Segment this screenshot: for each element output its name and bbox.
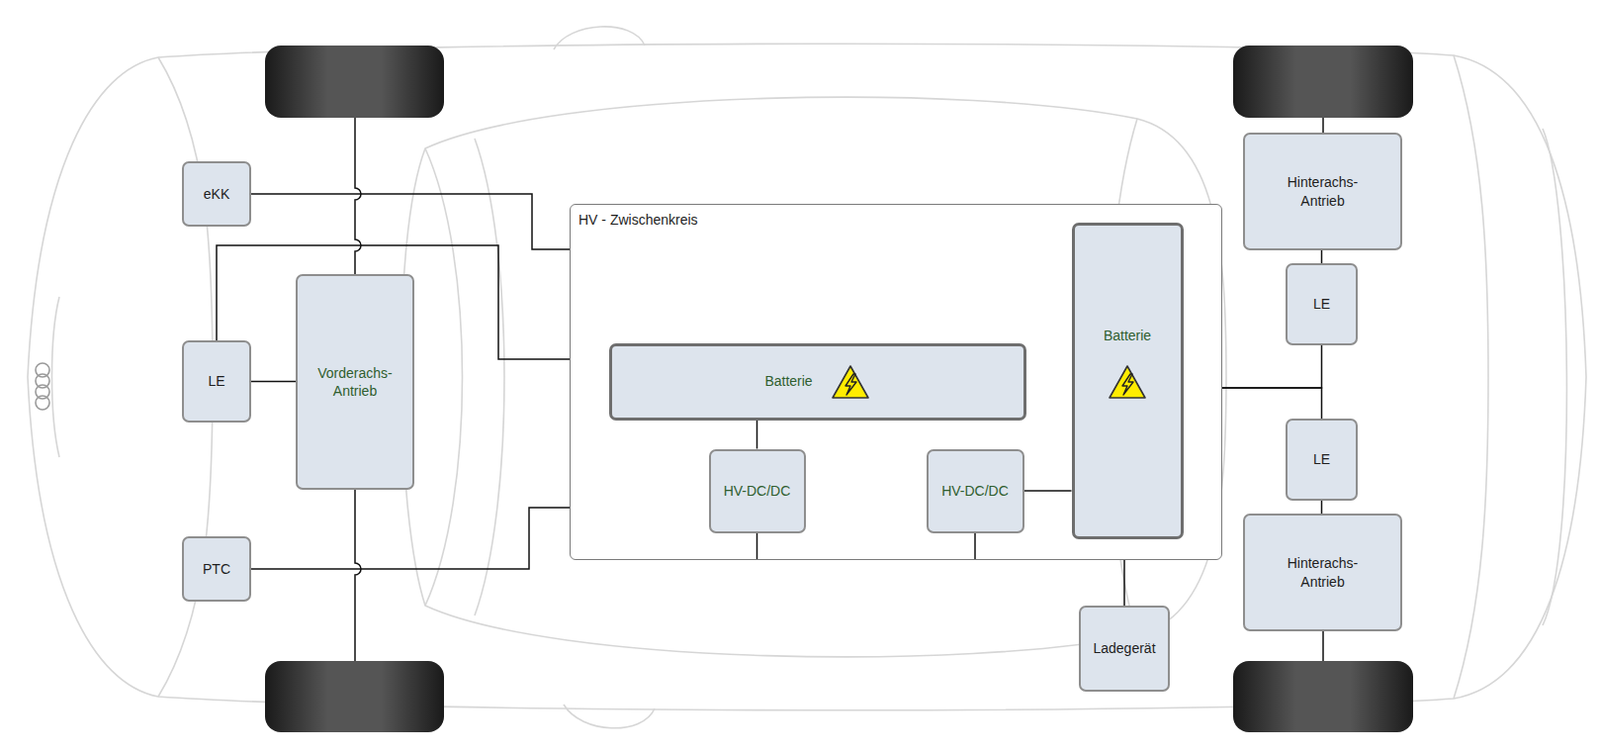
battery-box: Batterie <box>609 343 1027 421</box>
component-box: Hinterachs- Antrieb <box>1243 132 1403 251</box>
wheels <box>265 45 1414 732</box>
node-label: Batterie <box>764 371 812 390</box>
connector <box>251 507 570 569</box>
node-label: Vorderachs- Antrieb <box>305 363 405 400</box>
battery-box: Batterie <box>1071 222 1184 539</box>
component-box: LE <box>1285 263 1358 346</box>
connector <box>756 420 759 449</box>
connector <box>1321 500 1324 514</box>
component-box: PTC <box>181 535 252 602</box>
node-label: LE <box>1313 294 1331 313</box>
node-label: HV-DC/DC <box>941 481 1009 500</box>
connector <box>756 533 759 561</box>
component-box: LE <box>1285 418 1358 501</box>
node-label: Hinterachs- Antrieb <box>1273 173 1373 209</box>
component-box: Ladegerät <box>1078 605 1170 692</box>
component-box: HV-DC/DC <box>709 448 806 534</box>
connector <box>251 380 296 383</box>
warning-icon <box>1107 363 1148 400</box>
connector <box>1123 559 1126 606</box>
connector <box>1222 345 1323 388</box>
node-label: eKK <box>203 184 230 203</box>
node-label: Batterie <box>1103 326 1152 345</box>
circuit-region: HV - ZwischenkreisBatterieHV-DC/DCHV-DC/… <box>569 203 1223 560</box>
component-box: HV-DC/DC <box>926 448 1025 534</box>
connector <box>251 193 570 250</box>
node-label: LE <box>207 371 225 390</box>
node-label: PTC <box>202 559 231 578</box>
audi-rings <box>35 362 50 410</box>
node-label: Ladegerät <box>1092 638 1156 657</box>
component-box: Vorderachs- Antrieb <box>295 273 415 490</box>
component-box: eKK <box>181 161 252 227</box>
component-box: Hinterachs- Antrieb <box>1243 513 1403 631</box>
zwischenkreis-ground <box>569 203 1223 560</box>
warning-icon <box>830 363 871 400</box>
connector <box>974 533 977 561</box>
component-box: LE <box>181 340 252 423</box>
node-label: HV-DC/DC <box>723 481 792 500</box>
node-label: Hinterachs- Antrieb <box>1273 553 1373 590</box>
node-label: LE <box>1313 449 1331 468</box>
connector <box>1321 250 1324 264</box>
connector <box>1024 489 1072 492</box>
connector <box>1222 387 1323 419</box>
